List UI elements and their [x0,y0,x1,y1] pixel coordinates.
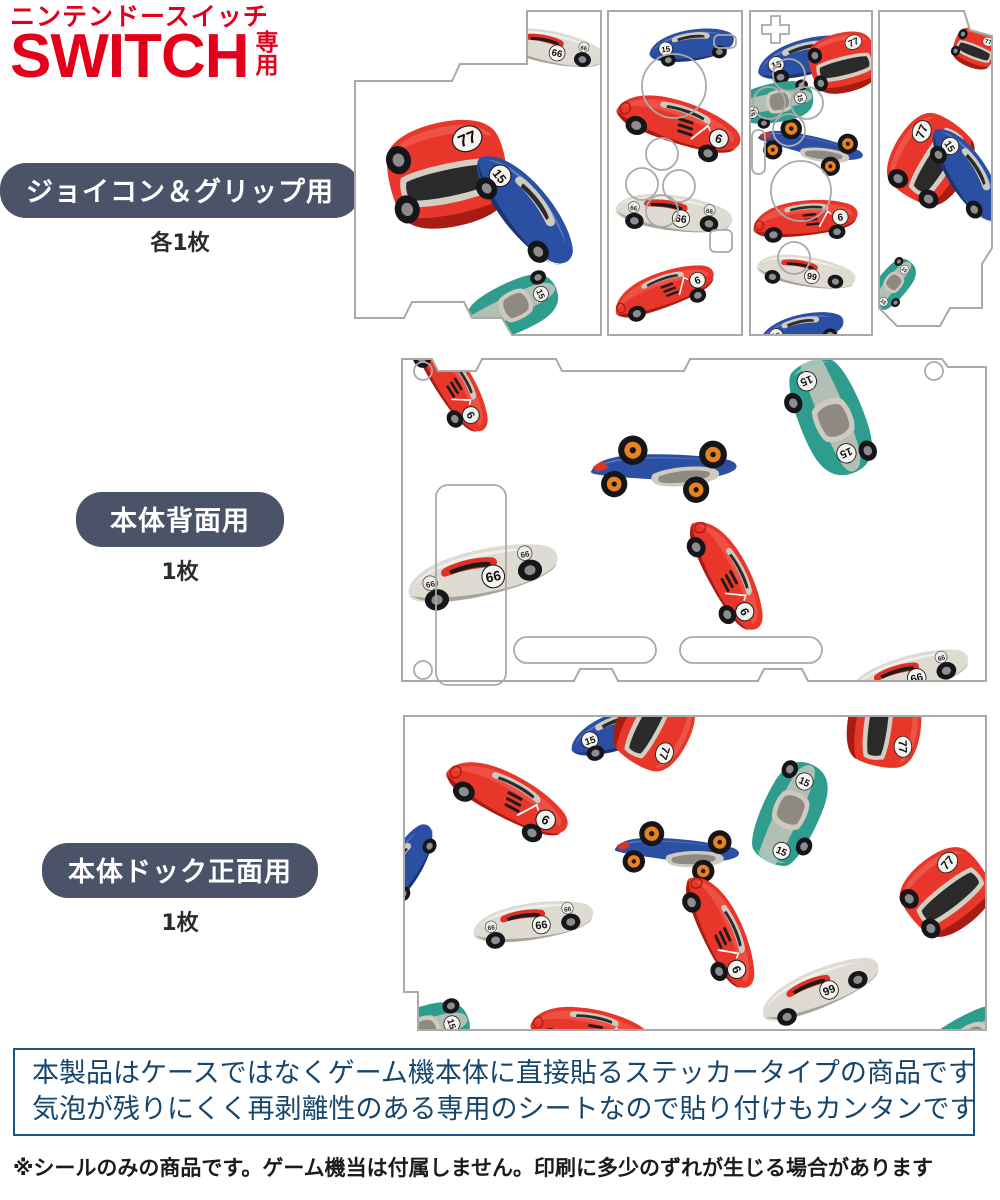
notice-box: 本製品はケースではなくゲーム機本体に直接貼るステッカータイプの商品です 気泡が残… [13,1048,977,1136]
right-joycon-outline [749,10,873,336]
right-joycon-cutouts [751,15,832,275]
skin-panel-console-back [388,345,1000,695]
notice-footnote: ※シールのみの商品です。ゲーム機当は付属しません。印刷に多少のずれが生じる場合が… [13,1156,934,1180]
label-console-back: 本体背面用 1枚 [0,492,360,586]
left-info-column: ニンテンドースイッチ SWITCH 専用 ジョイコン＆グリップ用 各1枚 本体背… [0,0,360,1035]
pill-joycon-grip: ジョイコン＆グリップ用 [0,163,360,218]
grip-right-outline [878,10,993,327]
skin-panel-dock-front [392,708,998,1038]
brand-switch-text: SWITCH [10,22,250,92]
count-console-back: 1枚 [161,560,199,585]
label-dock-front: 本体ドック正面用 1枚 [0,843,360,937]
count-dock-front: 1枚 [161,911,199,936]
brand-heading: ニンテンドースイッチ SWITCH 専用 [10,2,350,92]
left-joycon-outline [607,10,743,336]
notice-line-2: 気泡が残りにくく再剥離性のある専用のシートなので貼り付けもカンタンです [32,1094,977,1125]
notice-line-1: 本製品はケースではなくゲーム機本体に直接貼るステッカータイプの商品です [32,1057,975,1089]
label-joycon-grip: ジョイコン＆グリップ用 各1枚 [0,163,360,257]
grip-left-outline [354,10,602,336]
pill-dock-front: 本体ドック正面用 [42,843,318,898]
brand-senyou-text: 専用 [250,30,277,77]
dock-front-outline [403,715,987,1031]
brand-kana-text: ニンテンドースイッチ [10,2,269,31]
count-joycon-grip: 各1枚 [150,231,210,256]
console-back-cutouts [413,361,944,686]
pill-console-back: 本体背面用 [76,492,284,547]
left-joycon-cutouts [625,34,737,253]
skin-panel-joycon-grip: 6 77 [352,8,1000,338]
console-back-outline [401,358,987,682]
